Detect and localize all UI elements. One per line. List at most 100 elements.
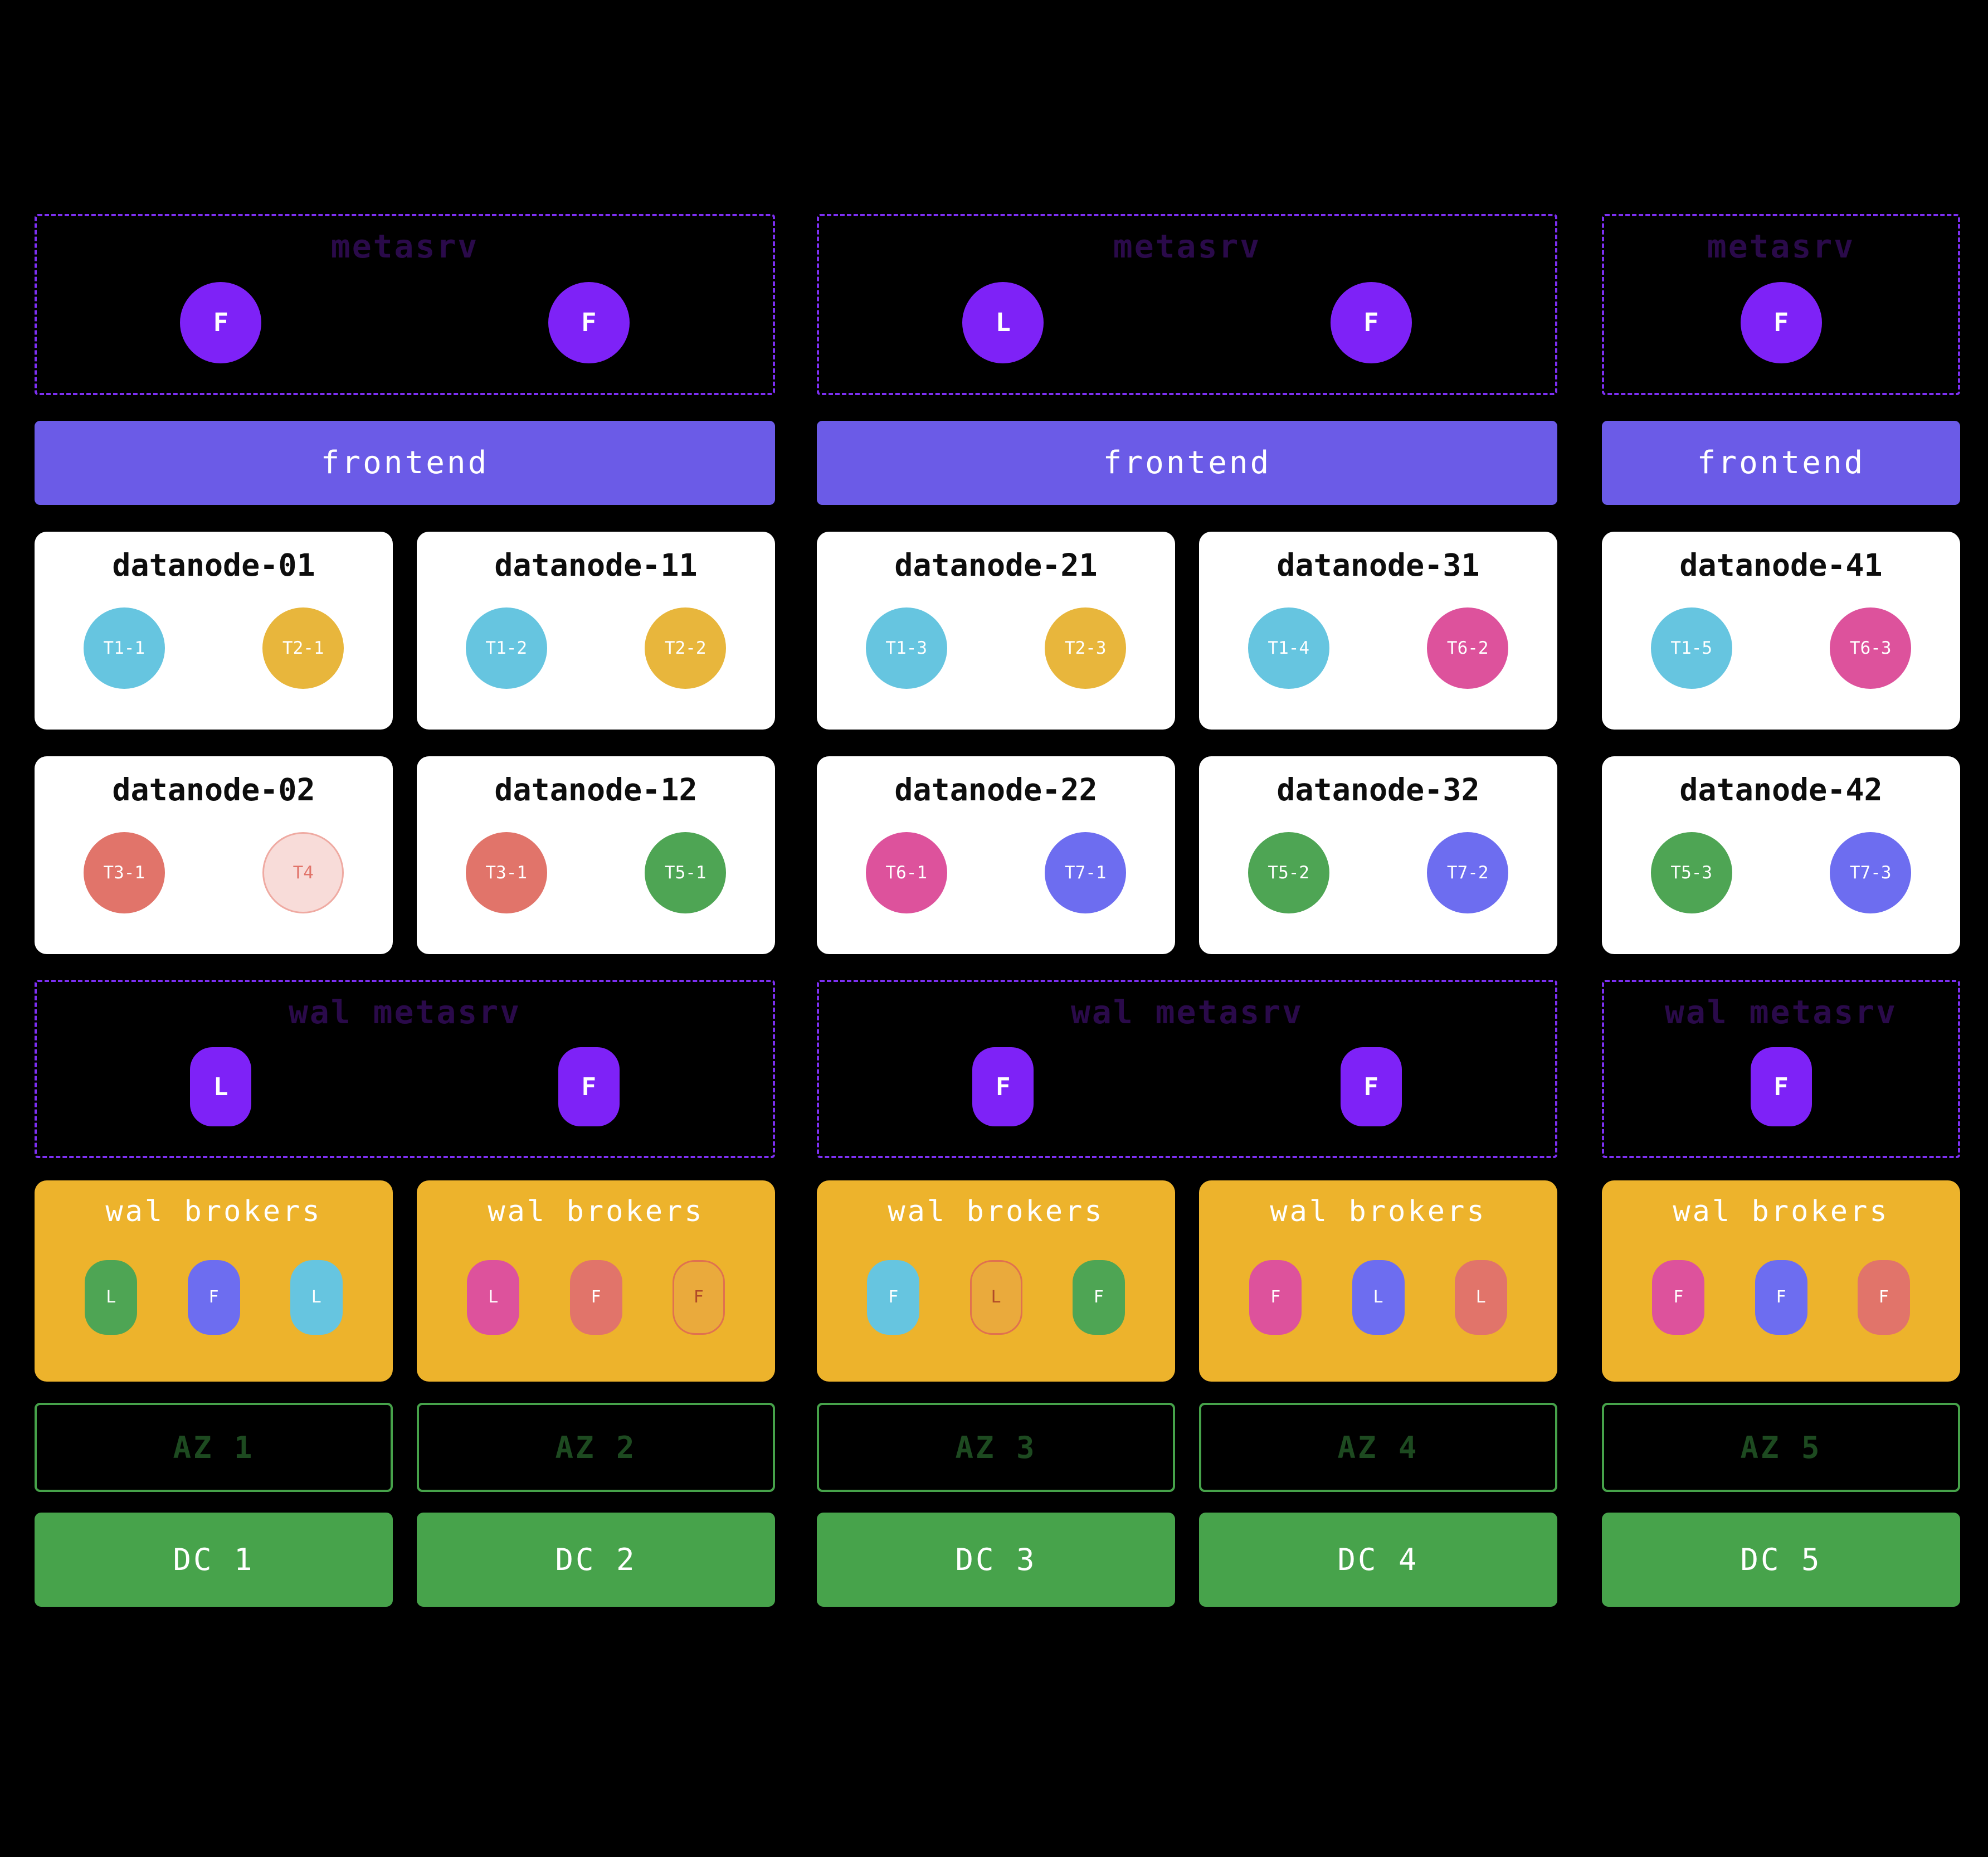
dc-box: DC 3 [817,1513,1175,1607]
frontend-bar-dc1-dc2: frontend [35,421,775,505]
wal-brokers-title: wal brokers [1270,1195,1487,1228]
datanode-title: datanode-11 [494,547,698,583]
dc-box: DC 5 [1602,1513,1960,1607]
broker-pill: L [290,1260,343,1335]
datanode-row-2: datanode-02 T3-1 T4 datanode-12 T3-1 T5-… [35,756,1988,954]
region-circle: T2-1 [262,607,344,689]
region-circle: T6-1 [865,832,947,913]
frontend-row: frontend frontend frontend [35,421,1988,505]
wal-brokers-pills: L F F [417,1228,775,1366]
wal-brokers-title: wal brokers [105,1195,322,1228]
broker-pill: L [1454,1260,1507,1335]
broker-pill: F [1652,1260,1705,1335]
datanode-box: datanode-11 T1-2 T2-2 [417,532,775,730]
wal-brokers-row: wal brokers L F L wal brokers L F F wal … [35,1180,1988,1382]
datanode-box: datanode-22 T6-1 T7-1 [817,756,1175,954]
dc-box: DC 4 [1199,1513,1557,1607]
metasrv-nodes: F F [37,265,773,380]
wal-metasrv-node: F [558,1047,620,1126]
region-circle: T3-1 [465,832,547,913]
wal-metasrv-node: F [1750,1047,1812,1126]
region-circle: T6-2 [1427,607,1509,689]
wal-brokers-title: wal brokers [888,1195,1104,1228]
broker-pill: L [1352,1260,1405,1335]
region-circle-faded: T4 [262,832,344,913]
datanode-title: datanode-01 [112,547,315,583]
wal-metasrv-title: wal metasrv [288,993,522,1031]
datanode-regions: T3-1 T5-1 [417,808,775,937]
datanode-regions: T1-5 T6-3 [1602,583,1960,713]
frontend-bar-dc5: frontend [1602,421,1960,505]
dc-row: DC 1 DC 2 DC 3 DC 4 DC 5 [35,1513,1988,1607]
datanode-title: datanode-12 [494,772,698,808]
broker-pill: L [85,1260,138,1335]
region-circle: T1-5 [1650,607,1732,689]
datanode-title: datanode-31 [1276,547,1480,583]
metasrv-node: F [1740,281,1822,363]
az-box: AZ 4 [1199,1403,1557,1492]
region-circle: T5-3 [1650,832,1732,913]
region-circle: T7-3 [1830,832,1912,913]
wal-brokers-box: wal brokers L F L [35,1180,393,1382]
broker-pill: F [187,1260,240,1335]
region-circle: T5-1 [645,832,727,913]
metasrv-title: metasrv [1113,227,1261,265]
metasrv-node: F [1330,281,1412,363]
datanode-title: datanode-32 [1276,772,1480,808]
metasrv-node: F [548,281,630,363]
metasrv-row: metasrv F F metasrv L F metasrv F [35,214,1988,395]
wal-brokers-box: wal brokers F L L [1199,1180,1557,1382]
az-box: AZ 3 [817,1403,1175,1492]
wal-brokers-title: wal brokers [1673,1195,1889,1228]
dc-box: DC 1 [35,1513,393,1607]
az-box: AZ 1 [35,1403,393,1492]
datanode-title: datanode-42 [1679,772,1883,808]
region-circle: T5-2 [1248,832,1329,913]
region-circle: T7-1 [1045,832,1127,913]
broker-pill: F [1857,1260,1910,1335]
region-circle: T2-2 [645,607,727,689]
datanode-title: datanode-21 [894,547,1098,583]
datanode-box: datanode-41 T1-5 T6-3 [1602,532,1960,730]
wal-metasrv-title: wal metasrv [1664,993,1898,1031]
region-circle: T7-2 [1427,832,1509,913]
datanode-box: datanode-31 T1-4 T6-2 [1199,532,1557,730]
metasrv-group-dc1-dc2: metasrv F F [35,214,775,395]
region-circle: T1-1 [83,607,165,689]
region-circle: T6-3 [1830,607,1912,689]
broker-pill: F [1755,1260,1807,1335]
metasrv-nodes: L F [819,265,1555,380]
broker-pill: F [867,1260,920,1335]
wal-brokers-pills: F L L [1199,1228,1557,1366]
metasrv-title: metasrv [1707,227,1855,265]
wal-brokers-title: wal brokers [488,1195,704,1228]
az-box: AZ 5 [1602,1403,1960,1492]
wal-brokers-pills: F F F [1602,1228,1960,1366]
wal-brokers-box: wal brokers L F F [417,1180,775,1382]
datanode-row-1: datanode-01 T1-1 T2-1 datanode-11 T1-2 T… [35,532,1988,730]
wal-metasrv-row: wal metasrv L F wal metasrv F F wal meta… [35,980,1988,1158]
datanode-box: datanode-12 T3-1 T5-1 [417,756,775,954]
broker-pill-faded: F [672,1260,725,1335]
datanode-regions: T1-4 T6-2 [1199,583,1557,713]
datanode-box: datanode-42 T5-3 T7-3 [1602,756,1960,954]
wal-metasrv-nodes: F F [819,1031,1555,1143]
az-row: AZ 1 AZ 2 AZ 3 AZ 4 AZ 5 [35,1403,1988,1492]
broker-pill: F [569,1260,622,1335]
metasrv-title: metasrv [330,227,479,265]
metasrv-group-dc5: metasrv F [1602,214,1960,395]
datanode-regions: T5-3 T7-3 [1602,808,1960,937]
wal-metasrv-nodes: F [1604,1031,1958,1143]
datanode-regions: T5-2 T7-2 [1199,808,1557,937]
wal-brokers-pills: L F L [35,1228,393,1366]
datanode-regions: T3-1 T4 [35,808,393,937]
region-circle: T2-3 [1045,607,1127,689]
wal-metasrv-group-dc5: wal metasrv F [1602,980,1960,1158]
metasrv-nodes: F [1604,265,1958,380]
region-circle: T3-1 [83,832,165,913]
region-circle: T1-2 [465,607,547,689]
region-circle: T1-4 [1248,607,1329,689]
wal-metasrv-node: L [190,1047,252,1126]
datanode-title: datanode-02 [112,772,315,808]
